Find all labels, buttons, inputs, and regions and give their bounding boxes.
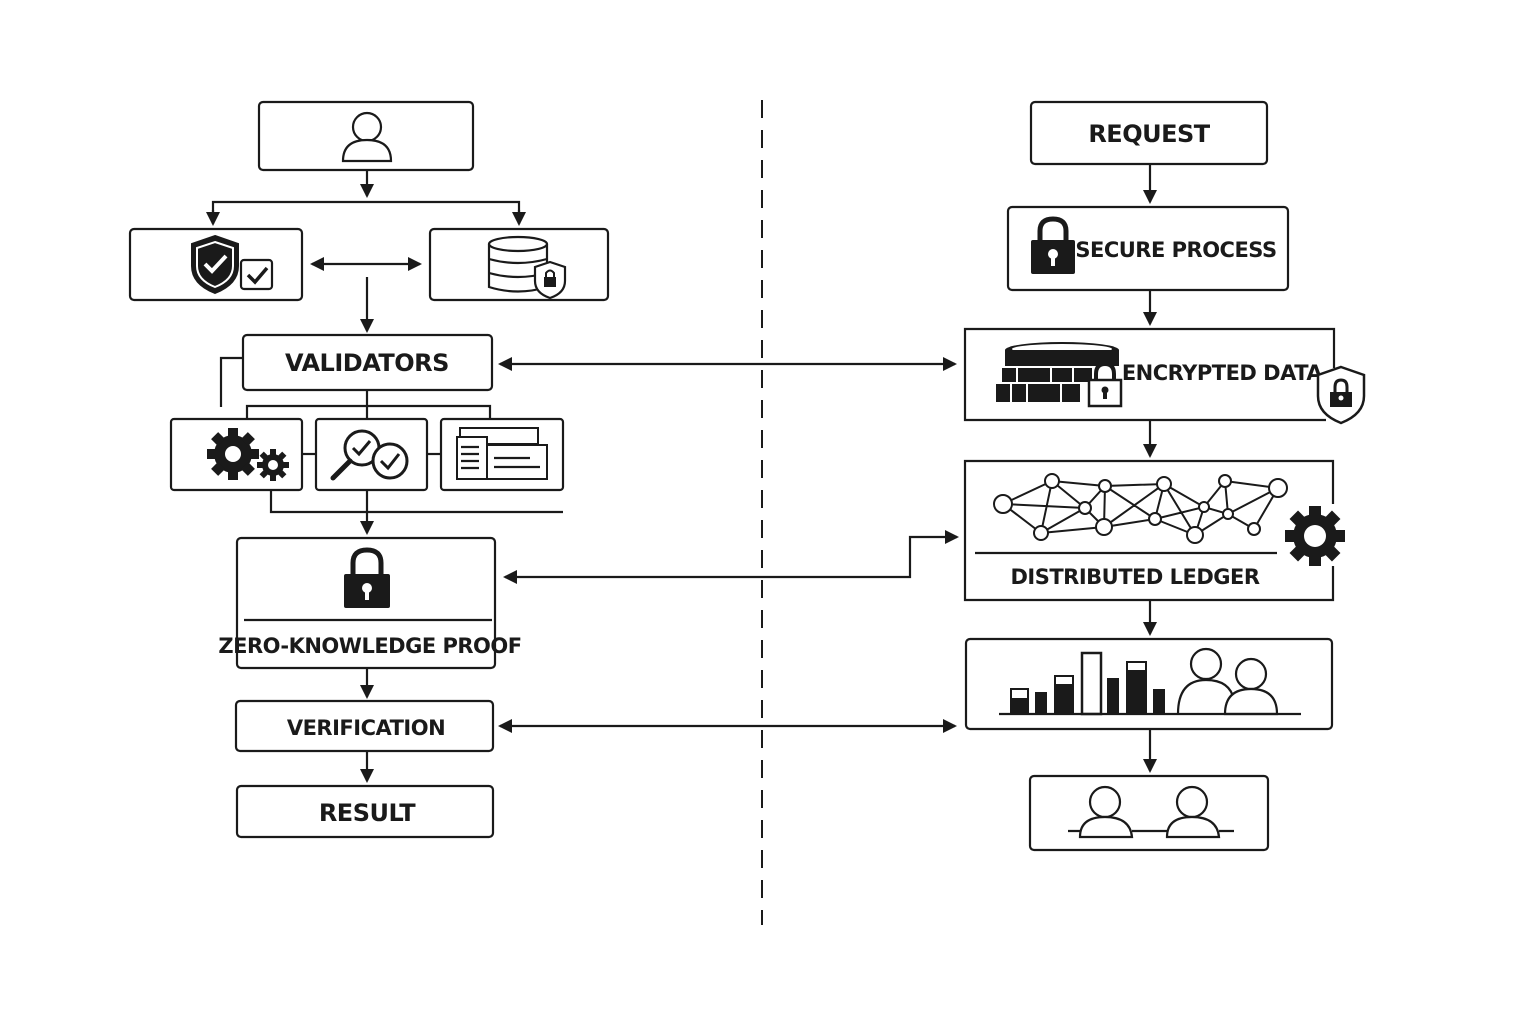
encrypted-data-node[interactable]: ENCRYPTED DATA [963, 327, 1366, 425]
user-icon [341, 111, 393, 163]
network-graph-icon [993, 473, 1288, 544]
shield-check-icon [191, 234, 239, 295]
documents-icon [456, 427, 548, 480]
verification-node[interactable]: VERIFICATION [234, 699, 495, 753]
database-wall-lock-icon [996, 342, 1123, 408]
zkp-node[interactable]: ZERO-KNOWLEDGE PROOF [218, 536, 522, 670]
verification-label: VERIFICATION [287, 716, 445, 740]
shield-lock-icon [1316, 365, 1366, 425]
encrypted-data-frame [963, 327, 1336, 422]
checkbox-icon [239, 258, 274, 291]
split-connector [211, 200, 521, 216]
users-group-icon [1176, 647, 1279, 716]
secure-process-node[interactable]: SECURE PROCESS [1006, 205, 1290, 292]
bar-chart-icon [1010, 651, 1165, 716]
tool-documents-node[interactable] [439, 417, 565, 492]
request-label: REQUEST [1088, 120, 1210, 148]
arrow-zkp-ledger [503, 530, 959, 584]
user-node[interactable] [257, 100, 475, 172]
validators-label: VALIDATORS [285, 349, 449, 377]
user-icon [1078, 785, 1134, 839]
validators-node[interactable]: VALIDATORS [241, 333, 494, 392]
distributed-ledger-label: DISTRIBUTED LEDGER [1010, 565, 1259, 589]
shield-lock-icon [533, 260, 567, 300]
database-node[interactable] [428, 227, 610, 302]
tool-search-node[interactable] [314, 417, 429, 492]
user-icon [1165, 785, 1221, 839]
result-node[interactable]: RESULT [235, 784, 495, 839]
encrypted-data-label: ENCRYPTED DATA [1122, 361, 1324, 385]
distributed-ledger-node[interactable]: DISTRIBUTED LEDGER [963, 459, 1345, 602]
validators-split [245, 404, 492, 418]
ledger-frame [963, 459, 1335, 602]
magnifier-check-icon [330, 429, 409, 481]
tools-merge-connector [269, 490, 563, 514]
gears-icon [207, 428, 289, 481]
secure-process-label: SECURE PROCESS [1075, 238, 1276, 262]
validators-side-connector [219, 356, 243, 407]
request-node[interactable]: REQUEST [1029, 100, 1269, 166]
zkp-label: ZERO-KNOWLEDGE PROOF [218, 634, 521, 658]
analytics-node[interactable] [964, 637, 1334, 731]
gear-icon [1285, 506, 1345, 566]
result-label: RESULT [319, 799, 416, 827]
padlock-icon [1031, 216, 1075, 274]
padlock-icon [344, 547, 390, 608]
tool-gears-node[interactable] [169, 417, 304, 492]
security-node[interactable] [128, 227, 304, 302]
participants-node[interactable] [1028, 774, 1270, 852]
